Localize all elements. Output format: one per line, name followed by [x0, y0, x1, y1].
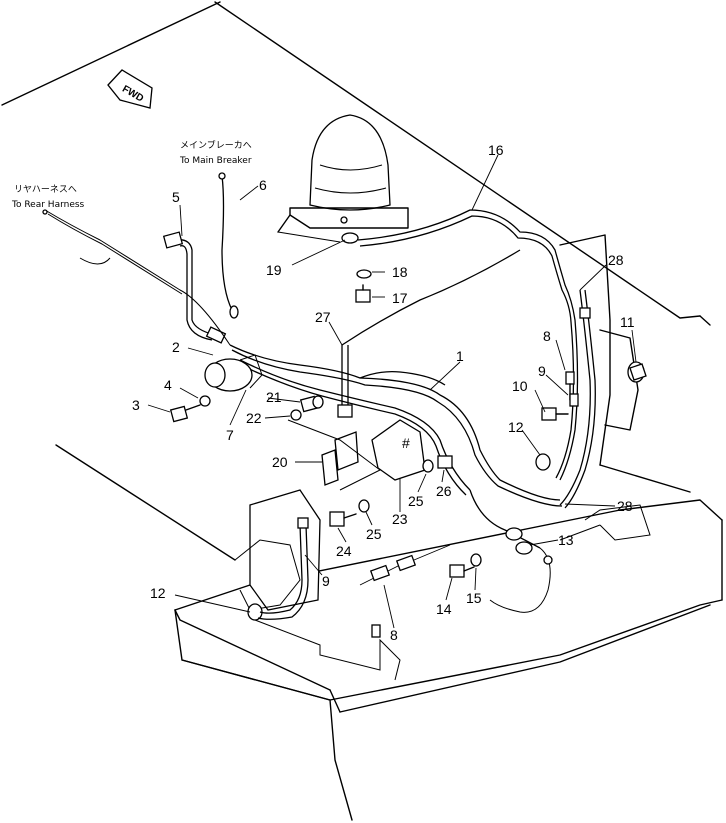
connector-9a [569, 393, 579, 407]
svg-text:#: # [402, 435, 410, 451]
connector-13 [469, 489, 553, 613]
callout-5: 5 [172, 189, 180, 205]
callout-19: 19 [266, 262, 282, 278]
callout-9b: 9 [322, 573, 330, 589]
bracket-20 [287, 419, 381, 491]
callout-12b: 12 [150, 585, 166, 601]
washer-15 [470, 553, 482, 567]
washer-18 [356, 269, 372, 279]
callout-6: 6 [259, 177, 267, 193]
callout-16: 16 [488, 142, 504, 158]
washer-4 [199, 395, 211, 407]
bolt-10 [541, 407, 569, 421]
callout-25b: 25 [408, 493, 424, 509]
relay [204, 354, 263, 392]
wire-27 [337, 249, 521, 418]
main-breaker-note-en: To Main Breaker [179, 156, 252, 166]
callout-11: 11 [620, 314, 635, 330]
bolt-3 [169, 404, 201, 423]
harness-bundle-1 [229, 344, 563, 507]
leader-lines [147, 154, 637, 629]
callout-27: 27 [315, 309, 331, 325]
main-breaker-note-jp: メインブレーカへ [180, 139, 252, 151]
callout-13: 13 [558, 532, 574, 548]
clip-12b [247, 603, 263, 621]
callout-7: 7 [226, 427, 234, 443]
nut-11 [629, 363, 647, 381]
rear-harness-note-jp: リヤハーネスへ [14, 184, 77, 195]
connector-8b [359, 544, 451, 586]
callout-14: 14 [436, 601, 452, 617]
callout-26: 26 [436, 483, 452, 499]
callout-28b: 28 [617, 498, 633, 514]
callout-17: 17 [392, 290, 408, 306]
washer-25b [422, 459, 434, 473]
callout-2: 2 [172, 339, 180, 355]
callout-4: 4 [164, 377, 172, 393]
washer-22 [290, 409, 302, 421]
callout-12a: 12 [508, 419, 524, 435]
fwd-arrow-icon: FWD [107, 69, 153, 109]
nut-26 [437, 455, 453, 469]
rear-harness-wire [42, 209, 231, 346]
callout-20: 20 [272, 454, 288, 470]
beacon-light [277, 114, 409, 244]
callout-15: 15 [466, 590, 482, 606]
callout-23: 23 [392, 511, 408, 527]
bolt-17 [355, 284, 371, 303]
washer-25a [358, 499, 370, 513]
callout-25a: 25 [366, 526, 382, 542]
wire-5 [162, 231, 227, 344]
callout-21: 21 [266, 389, 282, 405]
bolt-21 [299, 395, 324, 413]
bolt-14 [449, 564, 475, 578]
callout-18: 18 [392, 264, 408, 280]
callout-8b: 8 [390, 627, 398, 643]
clip-12a [535, 453, 551, 471]
wire-9b [257, 517, 309, 620]
callout-3: 3 [132, 397, 140, 413]
callout-8a: 8 [543, 328, 551, 344]
callout-28a: 28 [608, 252, 624, 268]
destination-notes: メインブレーカへ To Main Breaker リヤハーネスへ To Rear… [11, 139, 252, 210]
callout-1: 1 [456, 348, 464, 364]
wire-28 [559, 289, 596, 509]
switch-23: # [371, 419, 426, 481]
wire-6 [218, 172, 239, 319]
callout-numbers: 1 2 3 4 5 6 7 8 8 9 9 10 11 12 12 13 14 … [132, 142, 635, 643]
callout-24: 24 [336, 543, 352, 559]
wire-16 [357, 209, 579, 481]
rear-harness-note-en: To Rear Harness [11, 200, 85, 210]
left-bracket [234, 489, 401, 681]
callout-9a: 9 [538, 363, 546, 379]
callout-22: 22 [246, 410, 262, 426]
bolt-24 [329, 511, 357, 527]
callout-10: 10 [512, 378, 528, 394]
